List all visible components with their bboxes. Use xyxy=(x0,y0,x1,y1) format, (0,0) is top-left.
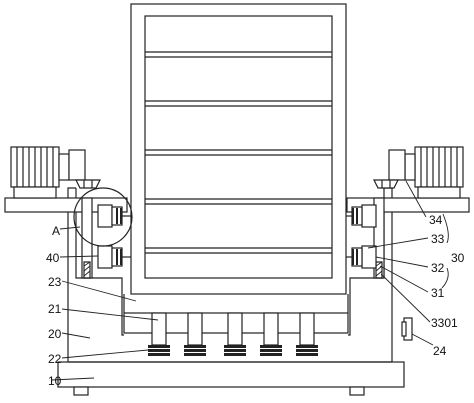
spring-column-2 xyxy=(184,312,206,356)
spring-columns xyxy=(148,312,318,356)
spring-column-3 xyxy=(224,312,246,356)
base-plate xyxy=(57,361,405,396)
label-3301: 3301 xyxy=(431,316,458,330)
label-23: 23 xyxy=(48,275,62,289)
label-34: 34 xyxy=(429,213,443,227)
label-10: 10 xyxy=(48,374,62,388)
callout-labels: A 40 23 21 20 22 10 34 33 32 30 31 3301 … xyxy=(46,213,465,388)
spring-column-1 xyxy=(148,312,170,356)
spring-column-4 xyxy=(260,312,282,356)
label-24: 24 xyxy=(433,344,447,358)
label-21: 21 xyxy=(48,302,62,316)
right-motor-assembly xyxy=(346,146,470,213)
label-31: 31 xyxy=(431,286,445,300)
label-22: 22 xyxy=(48,352,62,366)
label-32: 32 xyxy=(431,261,445,275)
left-clamp-mechanism xyxy=(73,187,133,279)
left-motor-assembly xyxy=(4,146,128,213)
side-handle xyxy=(401,317,413,341)
label-40: 40 xyxy=(46,251,60,265)
right-clamp-mechanism xyxy=(346,197,385,279)
drawer-cabinet xyxy=(130,3,347,295)
label-33: 33 xyxy=(431,232,445,246)
label-30: 30 xyxy=(451,251,465,265)
label-A: A xyxy=(52,224,60,238)
leader-lines xyxy=(51,180,449,381)
spring-column-5 xyxy=(296,312,318,356)
label-20: 20 xyxy=(48,327,62,341)
